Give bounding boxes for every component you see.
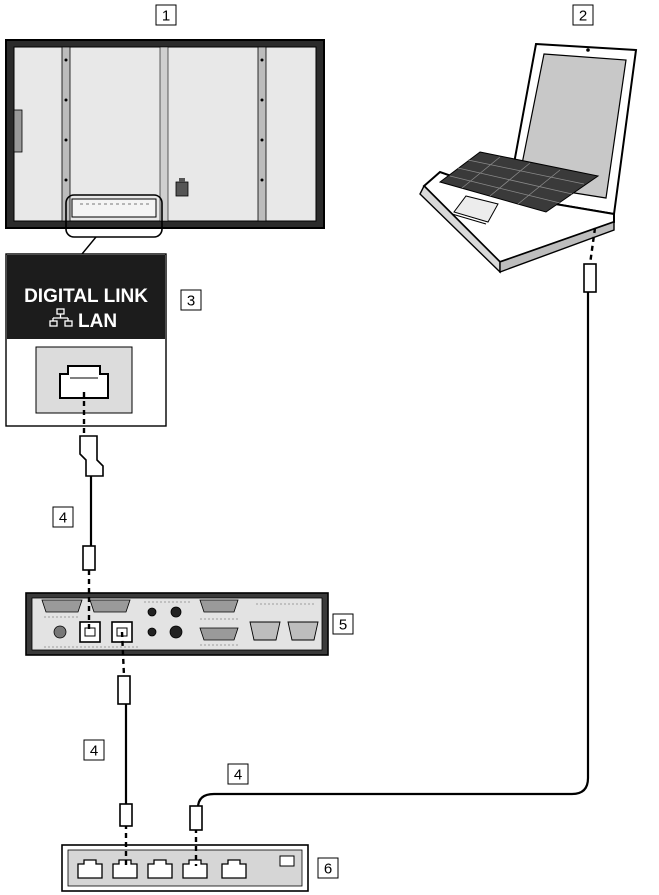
svg-text:4: 4 xyxy=(59,510,67,527)
cable-plugs xyxy=(79,263,597,831)
svg-text:3: 3 xyxy=(187,293,195,310)
svg-text:4: 4 xyxy=(234,767,242,784)
label-5: 5 xyxy=(332,613,354,635)
svg-text:4: 4 xyxy=(90,743,98,760)
svg-text:6: 6 xyxy=(324,861,332,878)
label-2: 2 xyxy=(572,4,594,26)
laptop-computer xyxy=(419,42,638,274)
label-4-switch-cable: 4 xyxy=(83,739,105,761)
label-3: 3 xyxy=(180,289,202,311)
svg-text:1: 1 xyxy=(162,8,170,25)
terminal-plate-line2: LAN xyxy=(78,311,117,332)
label-4-display-cable: 4 xyxy=(52,506,74,528)
svg-text:5: 5 xyxy=(339,617,347,634)
cables xyxy=(82,227,597,866)
svg-text:2: 2 xyxy=(579,8,587,25)
network-hub xyxy=(61,844,309,892)
terminal-plate-line1: DIGITAL LINK xyxy=(24,286,148,307)
network-icon xyxy=(49,308,73,327)
label-6: 6 xyxy=(317,857,339,879)
magnify-connector xyxy=(81,236,97,255)
label-4-pc-cable: 4 xyxy=(227,763,249,785)
display-rear xyxy=(5,39,325,238)
lan-port xyxy=(59,365,109,399)
label-1: 1 xyxy=(155,4,177,26)
digital-link-terminal: DIGITAL LINK LAN xyxy=(5,253,167,427)
transmitter-device xyxy=(25,592,329,656)
